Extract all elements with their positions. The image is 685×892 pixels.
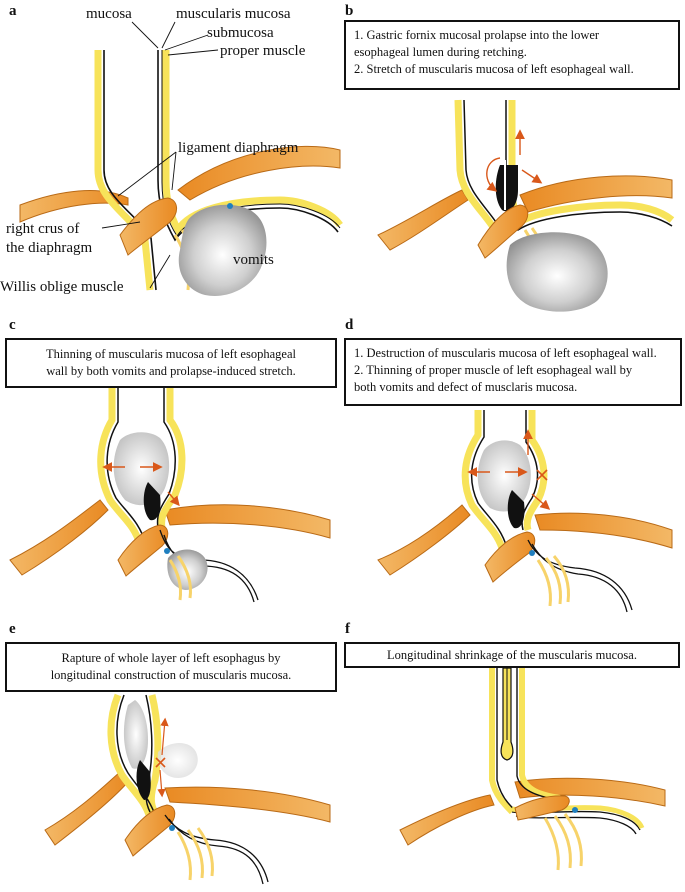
panel-d-prolapse	[507, 490, 525, 529]
panel-b-caption-line: 2. Stretch of muscularis mucosa of left …	[354, 62, 634, 76]
panel-c-crus	[117, 524, 169, 577]
panel-d-arrows	[467, 429, 551, 510]
panel-d-lower-wall	[527, 539, 633, 613]
panel-c-esophagus-wall	[97, 380, 186, 547]
panel-d-caption-line: 1. Destruction of muscularis mucosa of l…	[354, 346, 657, 360]
panel-b-mucosal-prolapse	[495, 165, 518, 212]
panel-d-caption-line: 2. Thinning of proper muscle of left eso…	[354, 363, 633, 377]
panel-a-leader-lines	[101, 21, 219, 289]
panel-c-blue-marker	[164, 548, 170, 554]
panel-b-artwork	[377, 99, 675, 312]
panel-a-diaphragm-left	[19, 190, 129, 223]
panel-c-caption: Thinning of muscularis mucosa of left es…	[5, 338, 337, 388]
panel-e-diaphragm-right	[164, 786, 331, 823]
panel-d-caption-line: both vomits and defect of musclaris muco…	[354, 380, 578, 394]
panel-a-blue-marker	[227, 203, 233, 209]
panel-f-willis-fibers	[543, 813, 583, 871]
panel-c-artwork	[9, 380, 331, 603]
panel-e-lumen-contents	[123, 700, 148, 769]
panel-e-artwork	[44, 693, 331, 885]
panel-f-artwork	[399, 667, 666, 871]
panel-d-diaphragm-left	[377, 504, 471, 576]
panel-a-artwork	[19, 21, 343, 296]
panel-e-caption-line: longitudinal construction of muscularis …	[50, 668, 292, 682]
panel-e-blue-marker	[169, 825, 175, 831]
panel-d-artwork	[377, 410, 673, 613]
label-muscularis-mucosa: muscularis mucosa	[176, 6, 291, 22]
panel-a-crus	[119, 197, 177, 256]
panel-f-caption: Longitudinal shrinkage of the muscularis…	[344, 642, 680, 668]
panel-c-letter: c	[9, 317, 16, 333]
panel-f-blue-marker	[572, 807, 578, 813]
label-ligament-diaphragm: ligament diaphragm	[178, 140, 299, 156]
panel-b-caption: 1. Gastric fornix mucosal prolapse into …	[344, 20, 680, 90]
panel-c-willis-fibers	[168, 555, 192, 601]
panel-c-diaphragm-right	[164, 504, 331, 539]
panel-f-caption-line: Longitudinal shrinkage of the muscularis…	[387, 648, 637, 662]
label-right-crus-line2: the diaphragm	[6, 240, 93, 256]
panel-b-caption-line: 1. Gastric fornix mucosal prolapse into …	[354, 28, 600, 42]
panel-b-arrows	[486, 129, 543, 192]
panel-d-crus	[484, 531, 536, 583]
panel-e-willis-fibers	[176, 827, 214, 881]
label-submucosa: submucosa	[207, 25, 274, 41]
panel-c-lumen-contents	[113, 432, 170, 506]
panel-e-arrows	[157, 717, 169, 798]
panel-d-diaphragm-right	[534, 512, 673, 549]
panel-b-crus	[477, 204, 529, 259]
panel-d-cross-mark	[536, 469, 548, 481]
panel-a-letter: a	[9, 3, 17, 19]
panel-e-caption-line: Rapture of whole layer of left esophagus…	[61, 651, 281, 665]
panel-e-diaphragm-left	[44, 771, 129, 846]
label-right-crus-line1: right crus of	[6, 221, 80, 237]
panel-b-diaphragm-right	[519, 175, 673, 213]
label-mucosa: mucosa	[86, 6, 132, 22]
panel-e-leaked-vomit	[157, 743, 198, 778]
panel-e-lower-wall	[164, 814, 269, 885]
panel-d-lumen-contents	[477, 440, 531, 512]
panel-e-crus	[124, 804, 176, 857]
panel-b-letter: b	[345, 3, 354, 19]
label-vomits: vomits	[233, 252, 274, 268]
panel-c-caption-line: Thinning of muscularis mucosa of left es…	[46, 347, 296, 361]
panel-d-caption: 1. Destruction of muscularis mucosa of l…	[344, 338, 682, 406]
panel-d-letter: d	[345, 317, 354, 333]
panel-e-letter: e	[9, 621, 16, 637]
panel-a-vomits-mass	[178, 204, 267, 296]
label-willis-muscle: Willis oblige muscle	[0, 279, 124, 295]
panel-b-vomits-mass	[506, 232, 608, 312]
panel-e-prolapse	[136, 760, 151, 800]
panel-a-diaphragm-right	[177, 145, 341, 201]
panel-f-letter: f	[345, 621, 350, 637]
panel-c-diaphragm-left	[9, 499, 109, 576]
panel-f-diaphragm-left	[399, 794, 495, 846]
panel-b-diaphragm-left	[377, 189, 469, 251]
panel-c-arrows	[102, 462, 180, 507]
panel-e-cross-mark	[155, 757, 166, 768]
panel-c-prolapse	[143, 482, 161, 521]
panel-c-caption-line: wall by both vomits and prolapse-induced…	[46, 364, 296, 378]
panel-e-esophagus-wall	[107, 693, 162, 820]
panel-e-caption: Rapture of whole layer of left esophagus…	[5, 642, 337, 692]
panel-b-caption-line: esophageal lumen during retching.	[354, 45, 527, 59]
panel-d-blue-marker	[529, 550, 535, 556]
panel-d-willis-fibers	[536, 555, 570, 607]
label-proper-muscle: proper muscle	[220, 43, 306, 59]
panel-a-esophagus-left-wall	[94, 50, 154, 291]
panel-f-crus	[514, 795, 570, 821]
